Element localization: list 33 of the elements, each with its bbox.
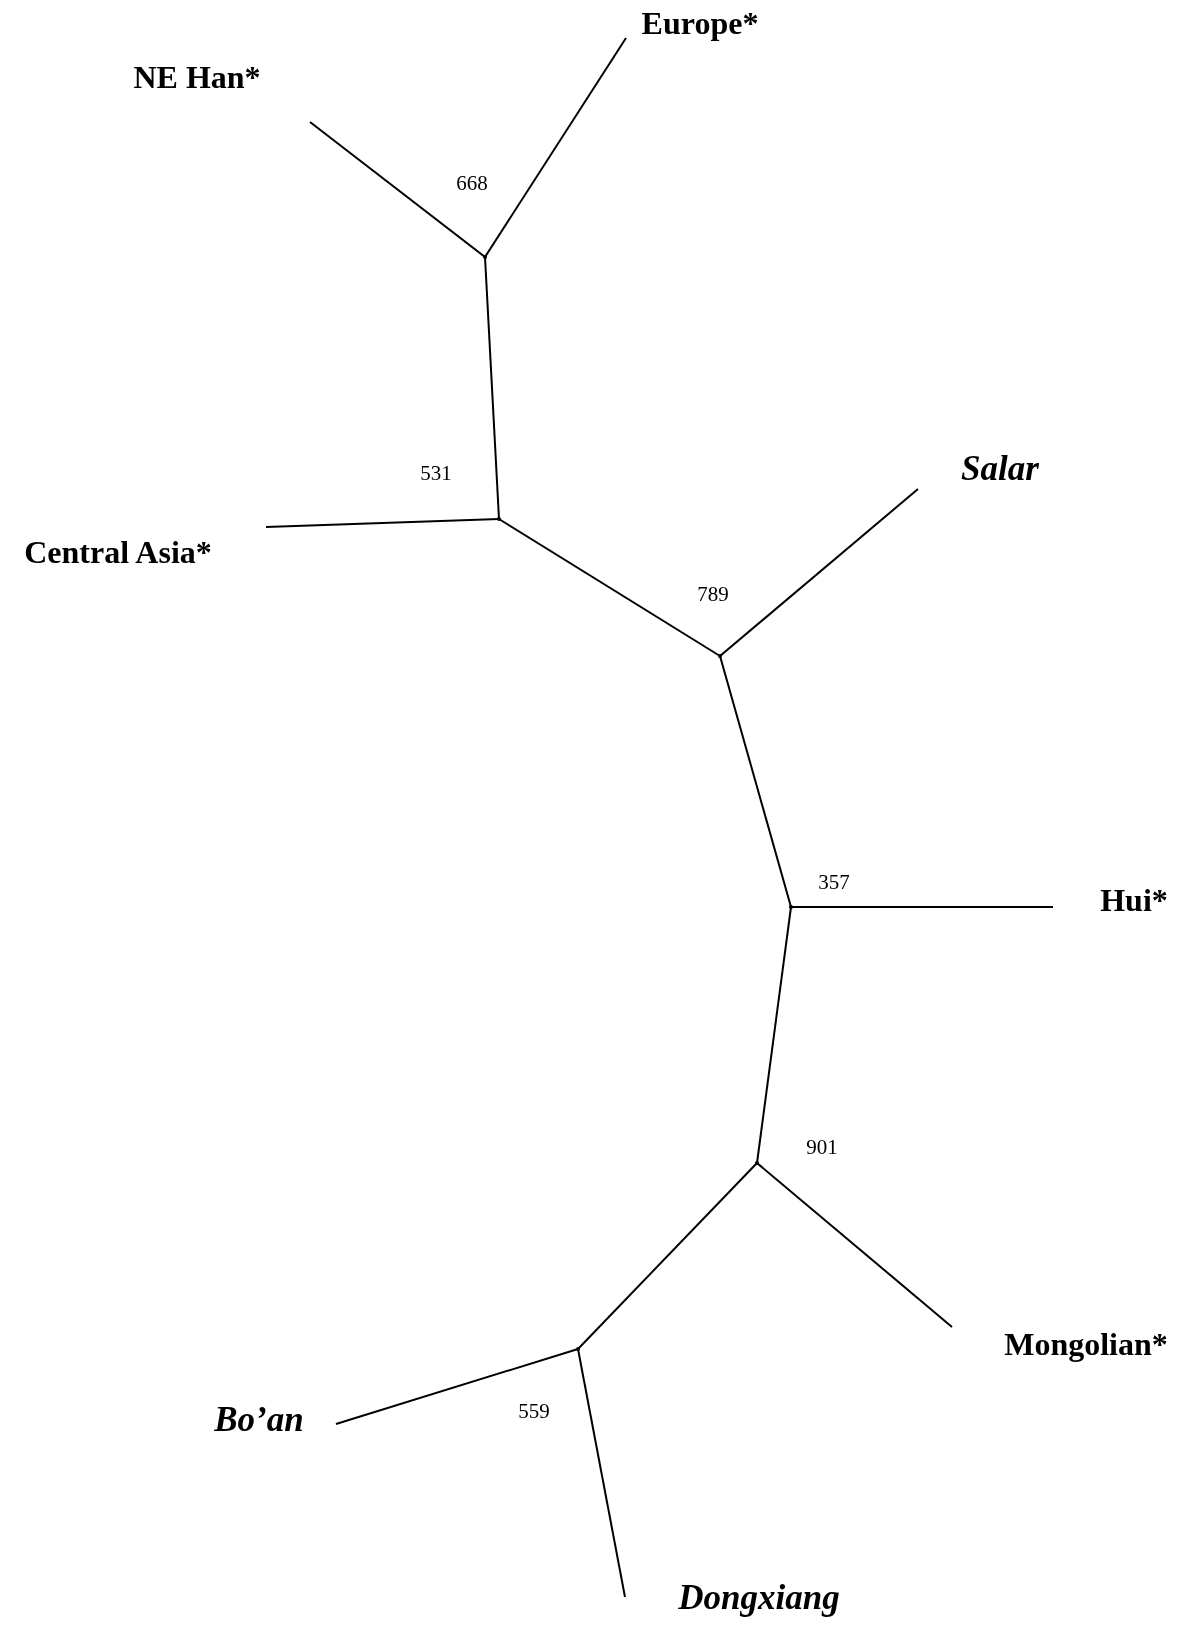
taxon-label: Mongolian*: [1004, 1327, 1168, 1363]
tree-branch: [577, 1162, 758, 1350]
tree-branch: [756, 906, 792, 1164]
branch-point: [483, 255, 487, 259]
taxon-label: Dongxiang: [678, 1578, 840, 1618]
tree-branch: [498, 518, 721, 657]
branch-point: [718, 654, 722, 658]
tree-branch: [719, 488, 919, 657]
tree-branch: [484, 37, 627, 258]
tree-branch: [484, 256, 500, 520]
bootstrap-value: 559: [518, 1400, 550, 1424]
bootstrap-value: 668: [456, 172, 488, 196]
branch-point: [576, 1347, 580, 1351]
tree-branch: [309, 121, 486, 258]
bootstrap-value: 789: [697, 583, 729, 607]
tree-branch: [790, 906, 1054, 908]
taxon-label: Salar: [961, 449, 1039, 489]
taxon-label: Europe*: [641, 6, 759, 42]
tree-branch: [335, 1348, 579, 1425]
bootstrap-value: 357: [818, 871, 850, 895]
taxon-label: NE Han*: [133, 60, 261, 96]
tree-branch: [577, 1348, 626, 1598]
branch-point: [497, 517, 501, 521]
taxon-label: Hui*: [1100, 883, 1168, 919]
tree-branch: [719, 655, 792, 908]
taxon-label: Central Asia*: [24, 535, 212, 571]
tree-branch: [265, 518, 500, 528]
bootstrap-value: 901: [806, 1136, 838, 1160]
bootstrap-value: 531: [420, 462, 452, 486]
taxon-label: Bo’an: [214, 1400, 304, 1440]
tree-branch: [756, 1162, 953, 1328]
branch-point: [789, 905, 793, 909]
branch-point: [755, 1161, 759, 1165]
